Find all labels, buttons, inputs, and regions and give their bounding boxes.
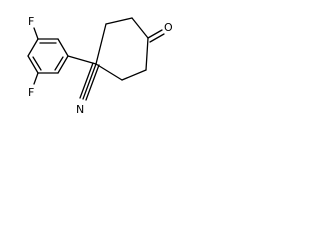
ring-double-bond [54, 56, 64, 71]
benzene-ring [27, 38, 69, 74]
triple-bond-line [85, 64, 100, 101]
oxygen-atom: O [164, 21, 173, 34]
ring-bond [95, 23, 107, 65]
ring-bond [95, 63, 123, 81]
aryl-quaternary-bond [67, 55, 97, 65]
ring-bond [105, 17, 133, 25]
ring-bond [131, 17, 149, 39]
ring-bond [145, 37, 149, 71]
fluorine-atom-top: F [28, 15, 34, 28]
ring-bond [121, 69, 147, 81]
c-f-bond-bottom [33, 72, 39, 85]
ring-double-bond [32, 56, 42, 71]
ring-bond [57, 55, 69, 74]
carbonyl-bond [147, 29, 163, 39]
nitrile-triple-bond [79, 62, 100, 101]
triple-bond-line [82, 63, 97, 100]
triple-bond-line [79, 62, 94, 99]
ring-bond [27, 38, 39, 57]
fluorine-atom-bottom: F [28, 86, 34, 99]
nitrogen-atom: N [76, 103, 84, 116]
cyclohexanone-ring [95, 17, 149, 81]
c-f-bond-top [33, 27, 39, 40]
chemical-structure-diagram: F F O N [27, 15, 173, 116]
ring-bond [27, 55, 39, 74]
carbonyl-double-bond [149, 33, 165, 43]
ring-bond [57, 38, 69, 57]
